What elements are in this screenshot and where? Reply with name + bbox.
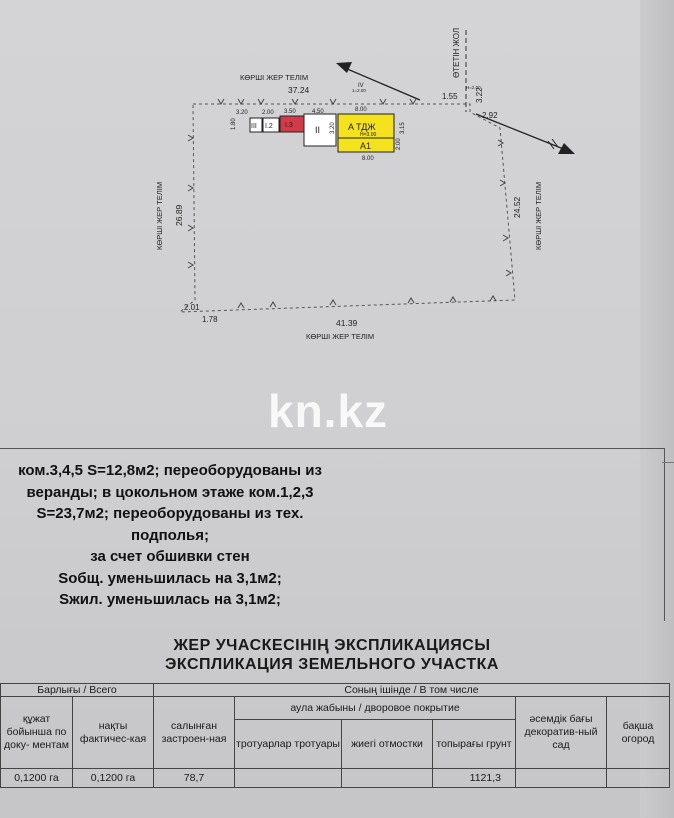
dim-bld-w4: 4.50 [312,109,324,115]
entry-arrow [475,113,575,154]
building-iii-label: III [251,123,257,130]
dim-corner-tr-2: 3.22 [475,87,484,103]
note-line: Sобщ. уменьшилась на 3,1м2; [58,569,282,587]
value-otmostki [341,768,433,788]
header-otmostki: жиегі отмостки [341,719,433,769]
watermark: kn.kz [268,385,389,437]
dim-bld-w5: 8.00 [355,107,367,113]
dim-bld-h4: 2.00 [396,138,402,150]
building-a1 [337,137,395,153]
dim-top: 37.24 [288,85,310,95]
note-line: ком.3,4,5 S=12,8м2; переоборудованы из [18,462,322,479]
header-ground: топырағы грунт [432,719,516,769]
plot-boundary [178,103,516,313]
neighbor-bottom: КӨРШІ ЖЕР ТЕЛІМ [306,332,374,341]
dim-corner-tr-1: 1.55 [442,92,458,101]
header-including: Соның ішінде / В том числе [153,683,670,697]
dim-bld-w6: 8.00 [362,156,374,162]
road-label: ӨТЕТІН ЖОЛ [452,28,461,78]
neighbor-top: КӨРШІ ЖЕР ТЕЛІМ [240,73,308,82]
boundary-ticks [187,98,512,309]
note-line: за счет обшивки стен [90,548,250,565]
building-ii-label: II [315,125,320,135]
dim-right: 24.52 [512,196,522,218]
header-vegetable: бақша огород [606,696,670,769]
note-line: Sжил. уменьшилась на 3,1м2; [59,591,281,608]
dim-bld-h3: 3.15 [400,122,406,134]
value-built: 78,7 [153,768,235,788]
dim-bld-w2: 2.00 [262,110,274,116]
header-by-docs: құжат бойынша по доку- ментам [0,696,73,769]
note-line: подполья; [131,526,209,544]
north-arrow [336,62,421,101]
building-a-label: A ТДЖ [348,122,376,132]
dim-small-label: 1=2.00 [352,88,366,93]
building-a-height: H=3.00 [360,132,376,138]
neighbor-right: КӨРШІ ЖЕР ТЕЛІМ [534,182,543,250]
dim-corner-right: 2.92 [482,111,498,120]
dim-corner-bl-2: 1.78 [202,315,218,324]
dim-corner-bl-1: 2.01 [184,303,200,312]
building-i2-label: I.2 [265,123,273,130]
building-i3-label: I.3 [285,122,293,129]
value-garden [515,768,607,788]
header-actual: нақты фактичес-кая [72,696,154,769]
building-iv-label: IV [358,83,364,89]
dim-bld-w3: 3.50 [284,109,296,115]
building-iii [249,117,263,133]
dim-bld-h1: 1.80 [231,118,237,130]
dim-left: 26.89 [174,204,184,226]
note-line: S=23,7м2; переоборудованы из тех. [36,505,304,522]
value-actual: 0,1200 га [72,768,154,788]
explication-title-kz: ЖЕР УЧАСКЕСІНІҢ ЭКСПЛИКАЦИЯСЫ [173,637,491,654]
header-total: Барлығы / Всего [0,683,154,697]
header-garden: әсемдік бағы декоратив-ный сад [515,696,607,769]
building-a1-label: A1 [360,141,371,151]
value-ground: 1121,3 [432,768,516,788]
value-vegetable [606,768,670,788]
value-sidewalks [234,768,342,788]
site-plan: ӨТЕТІН ЖОЛ III I.2 I.3 II A ТДЖ H=3.00 A… [155,28,575,341]
header-yard: аула жабыны / дворовое покрытие [234,696,516,720]
dim-bld-h2: 3.20 [330,122,336,134]
dim-h-label: H=2.00 [466,85,481,90]
building-i2 [262,117,280,133]
note-text: ком.3,4,5 S=12,8м2; переоборудованы из в… [0,460,340,611]
header-sidewalks: тротуарлар тротуары [234,719,342,769]
sheet-edge [640,0,674,818]
building-ii [303,113,337,147]
explication-title-ru: ЭКСПЛИКАЦИЯ ЗЕМЕЛЬНОГО УЧАСТКА [165,656,499,673]
header-built: салынған застроен-ная [153,696,235,769]
note-line: веранды; в цокольном этаже ком.1,2,3 [26,483,314,501]
neighbor-left: КӨРШІ ЖЕР ТЕЛІМ [155,182,164,250]
value-by-docs: 0,1200 га [0,768,73,788]
margin-tick [662,462,674,463]
dim-bottom: 41.39 [336,318,358,328]
note-box [0,448,665,621]
dim-bld-w1: 3.20 [236,110,248,116]
